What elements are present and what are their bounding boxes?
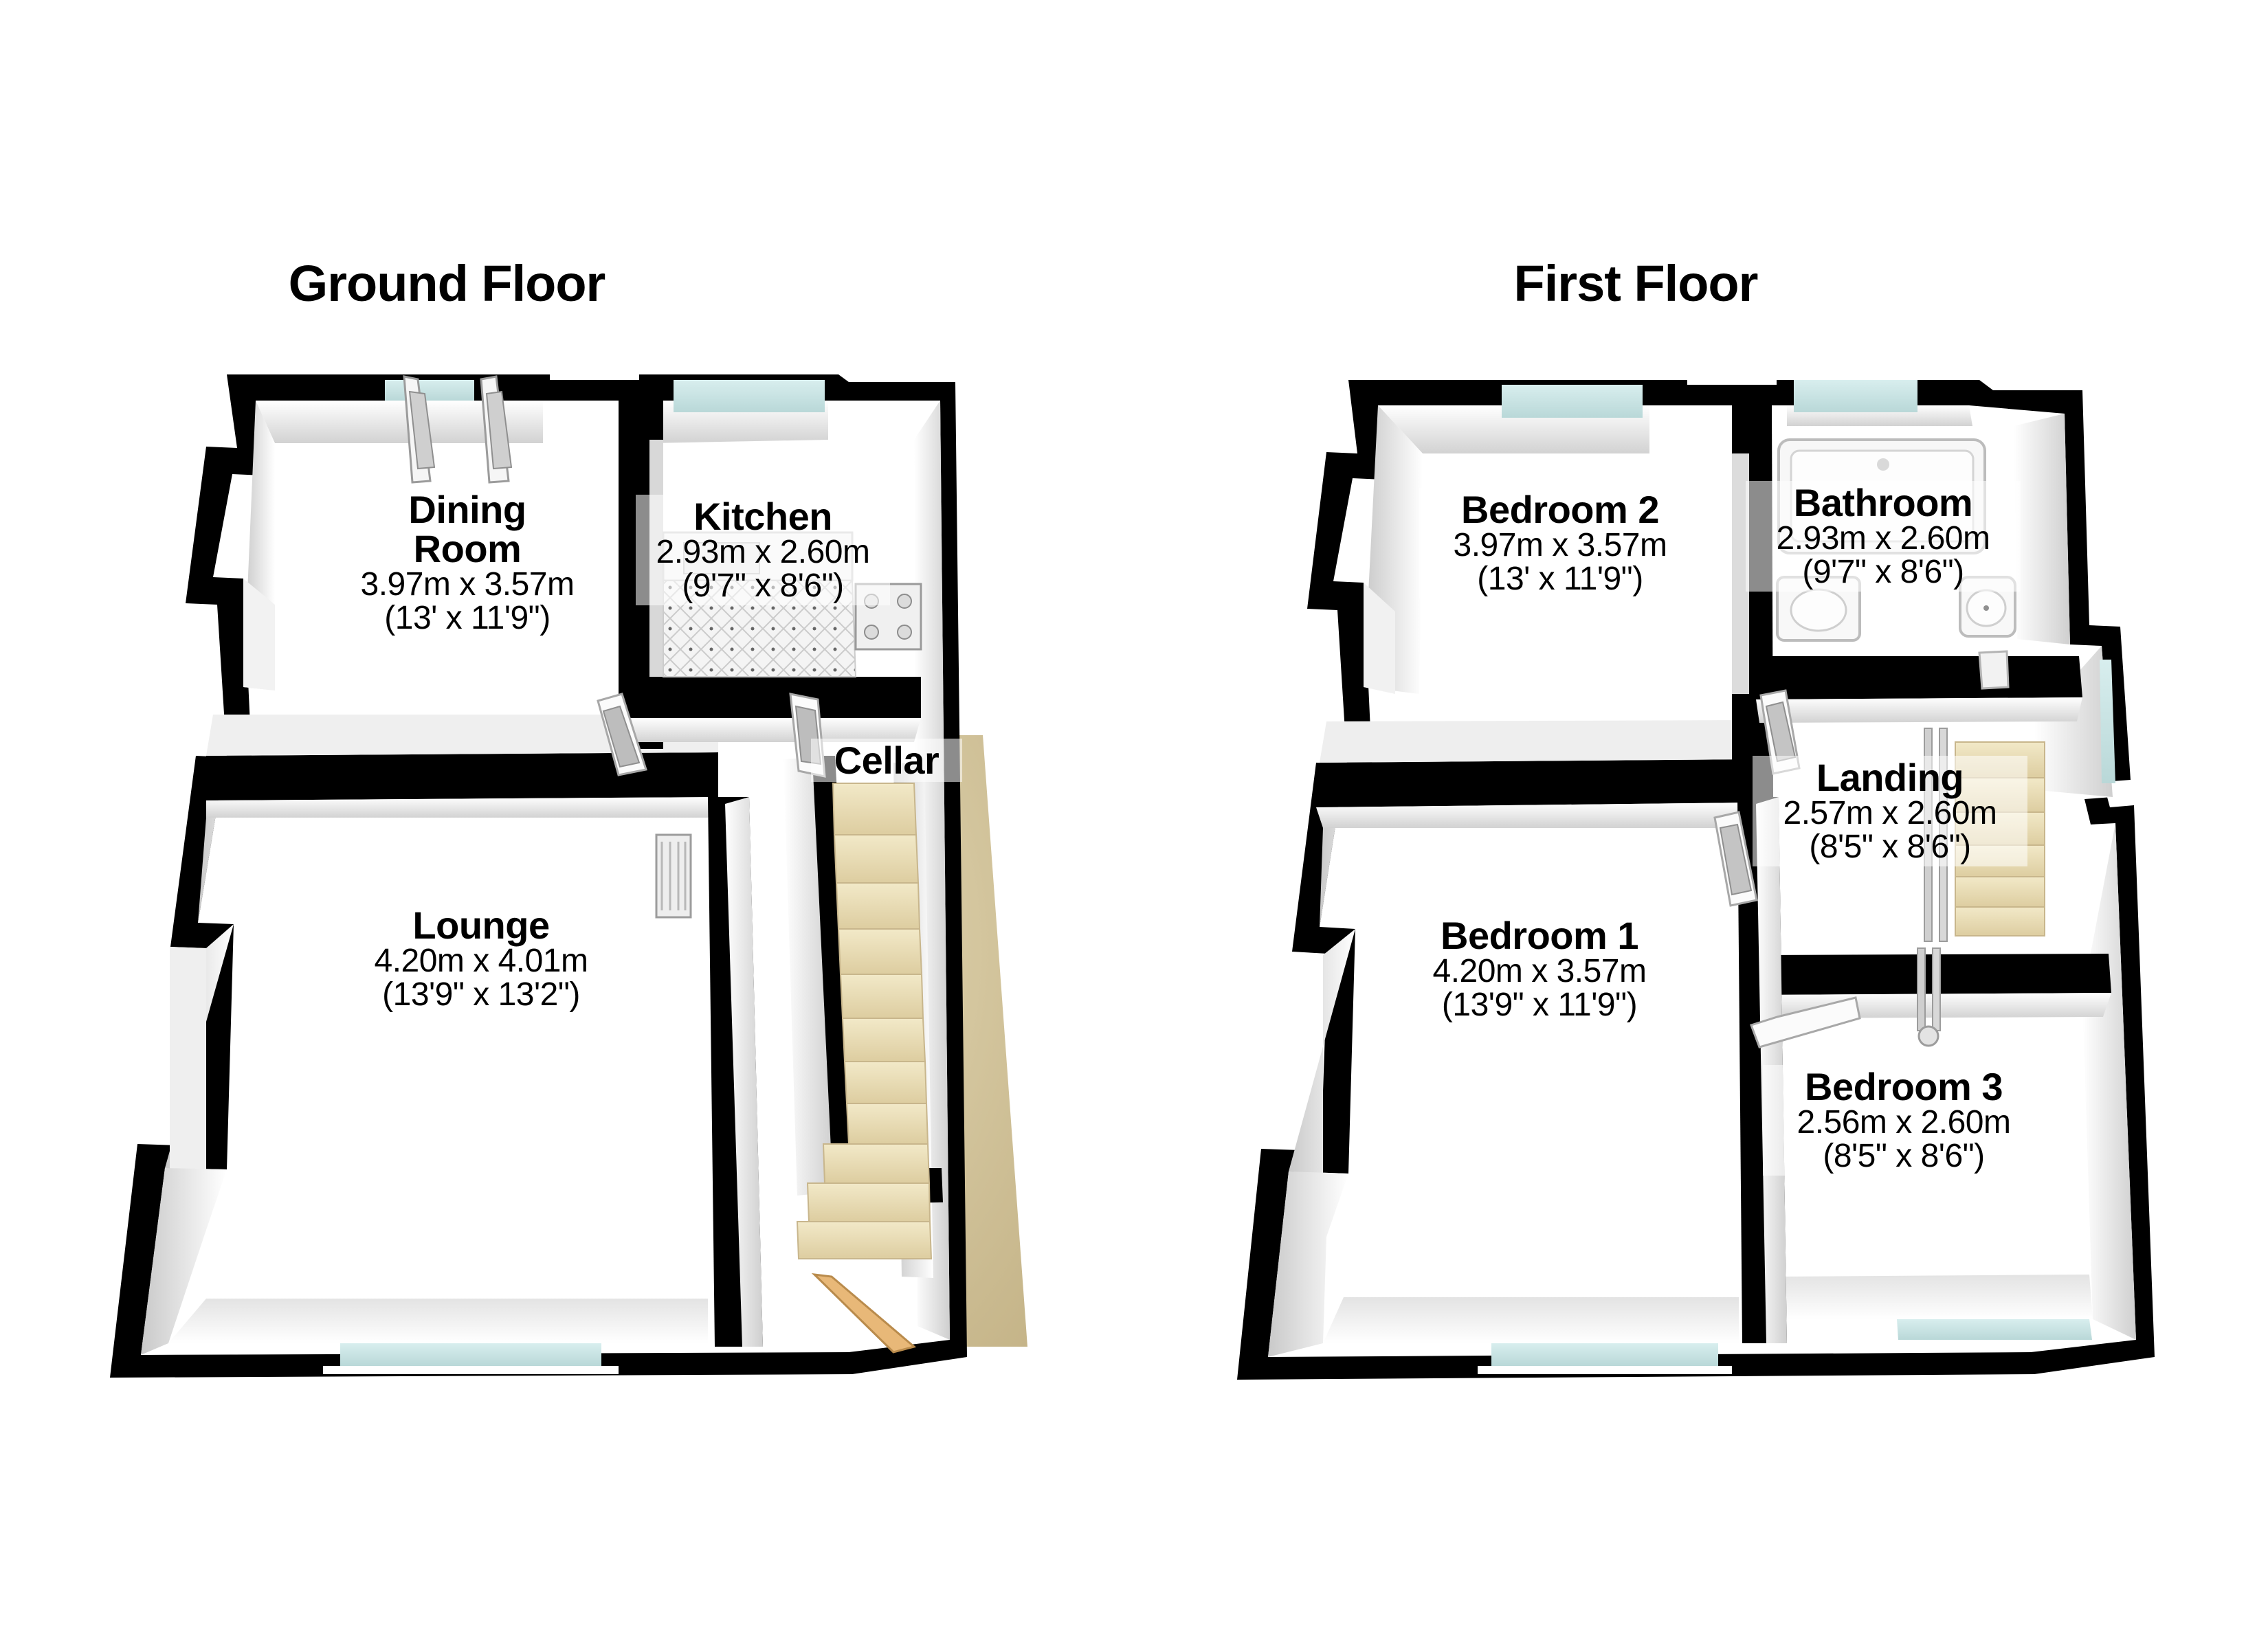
partition-bathroom-landing-face (1756, 697, 2082, 723)
bedroom-3-metric: 2.56m x 2.60m (1797, 1104, 2011, 1141)
wall-face-west-step1 (243, 579, 275, 691)
window-bed1-sill (1478, 1366, 1732, 1374)
wall-face-north-dining (256, 401, 543, 443)
bathroom-label: Bathroom 2.93m x 2.60m (9'7" x 8'6") (1746, 481, 2021, 592)
landing-name: Landing (1816, 756, 1964, 799)
bedroom-1-label: Bedroom 1 4.20m x 3.57m (13'9" x 11'9") (1399, 914, 1680, 1025)
radiator-lounge (655, 833, 692, 919)
partition-stair-left-face (783, 758, 833, 1196)
dining-room-metric: 3.97m x 3.57m (360, 566, 575, 603)
window-bathroom-rear (1794, 380, 1917, 412)
bedroom-3-name: Bedroom 3 (1805, 1065, 2003, 1108)
partition-dining-lounge-face (206, 797, 718, 818)
partition-dining-lounge (206, 752, 718, 800)
bedroom-1-imperial: (13'9" x 11'9") (1441, 987, 1638, 1024)
partition-bed2-bed1 (1316, 759, 1756, 807)
partition-bed2-east-face (1732, 453, 1749, 694)
bedroom-2-name: Bedroom 2 (1461, 488, 1660, 531)
window-lounge-bay (340, 1343, 601, 1366)
cellar-label: Cellar (811, 739, 962, 783)
window-bed1-front (1491, 1343, 1718, 1366)
door-landing-opening (1978, 650, 2010, 690)
wall-face-south-lounge (168, 1299, 708, 1343)
kitchen-name: Kitchen (693, 495, 832, 538)
wall-face-south-bed1 (1323, 1297, 1739, 1343)
wall-face-south-bed3 (1780, 1275, 2093, 1319)
window-landing-east (2100, 660, 2115, 783)
internal-door-dining (597, 693, 647, 776)
partition-bathroom-landing (1756, 656, 2082, 699)
bedroom-1-metric: 4.20m x 3.57m (1432, 953, 1647, 990)
lounge-imperial: (13'9" x 13'2") (382, 976, 580, 1013)
lounge-name: Lounge (412, 904, 550, 947)
wall-face-east-bed3 (2082, 823, 2136, 1340)
partition-bed2-bed1-face (1316, 803, 1756, 828)
landing-label: Landing 2.57m x 2.60m (8'5" x 8'6") (1753, 756, 2027, 867)
wall-face-sw-bed1 (1268, 1171, 1348, 1357)
cellar-name: Cellar (834, 739, 940, 782)
wall-face-east-bath (2014, 414, 2070, 644)
landing-imperial: (8'5" x 8'6") (1809, 829, 1971, 866)
front-door-hall (811, 1272, 917, 1354)
front-door-left (403, 375, 436, 484)
kitchen-imperial: (9'7" x 8'6") (682, 568, 844, 605)
bedroom-1-name: Bedroom 1 (1441, 914, 1639, 957)
wall-face-west-step (1364, 583, 1395, 694)
partition-hall-lounge-face (725, 797, 763, 1347)
door-bedroom-1 (1713, 811, 1758, 907)
bathroom-imperial: (9'7" x 8'6") (1802, 554, 1964, 591)
lounge-metric: 4.20m x 4.01m (374, 943, 588, 980)
lounge-label: Lounge 4.20m x 4.01m (13'9" x 13'2") (347, 904, 615, 1015)
bedroom-2-label: Bedroom 2 3.97m x 3.57m (13' x 11'9") (1419, 488, 1701, 599)
bathroom-metric: 2.93m x 2.60m (1776, 520, 1990, 557)
dining-room-name-line2: Room (413, 527, 522, 571)
bathroom-name: Bathroom (1793, 481, 1973, 524)
window-kitchen-rear (674, 380, 825, 412)
window-bed2-front (1502, 385, 1643, 418)
ground-floor-title: Ground Floor (288, 255, 606, 312)
bedroom-3-imperial: (8'5" x 8'6") (1823, 1138, 1985, 1175)
staircase-down (796, 783, 933, 1259)
wall-face-west-lounge-lower (170, 947, 206, 1209)
dining-room-name-line1: Dining (408, 488, 526, 531)
partition-kitchen-south (619, 677, 921, 718)
window-bed3-south (1897, 1319, 2092, 1340)
landing-metric: 2.57m x 2.60m (1783, 795, 1997, 832)
dining-room-label: Dining Room 3.97m x 3.57m (13' x 11'9") (347, 488, 588, 638)
kitchen-metric: 2.93m x 2.60m (656, 534, 870, 571)
kitchen-label: Kitchen 2.93m x 2.60m (9'7" x 8'6") (636, 495, 890, 606)
window-lounge-bay-sill (323, 1366, 619, 1374)
wall-face-sw-lounge (141, 1168, 227, 1355)
bedroom-2-metric: 3.97m x 3.57m (1453, 527, 1667, 564)
door-bedroom-3 (1750, 996, 1861, 1048)
wall-face-west-bed1 (1289, 929, 1355, 1174)
partition-kitchen-south-face (619, 718, 921, 742)
bedroom-3-label: Bedroom 3 2.56m x 2.60m (8'5" x 8'6") (1763, 1065, 2045, 1176)
dining-room-imperial: (13' x 11'9") (384, 600, 551, 637)
bedroom-2-imperial: (13' x 11'9") (1477, 561, 1643, 598)
front-door-right (480, 375, 513, 484)
first-floor-title: First Floor (1513, 255, 1759, 312)
partition-bed2-bed1-back (1320, 720, 1756, 763)
partition-dining-lounge-backface (206, 715, 718, 756)
